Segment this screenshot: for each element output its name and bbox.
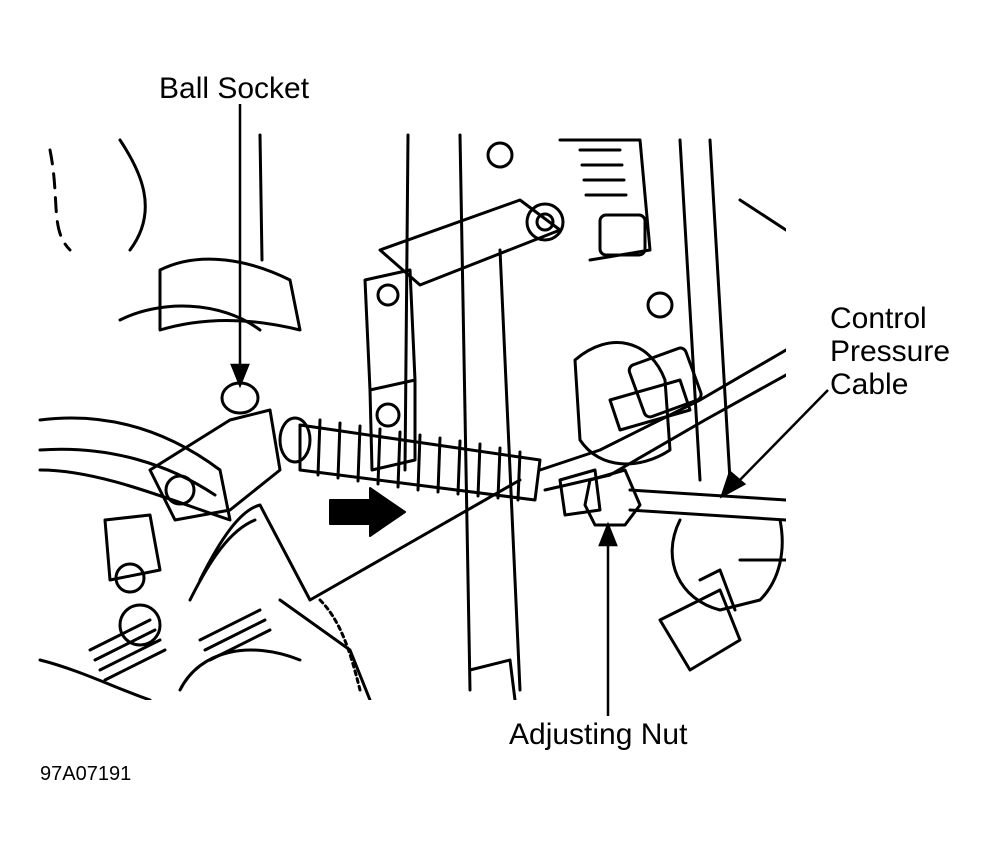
control-arm bbox=[38, 416, 232, 522]
adjusting-nut bbox=[583, 468, 642, 527]
figure-code: 97A07191 bbox=[40, 763, 132, 785]
cable-housing bbox=[538, 348, 786, 472]
ball-socket-label: Ball Socket bbox=[159, 72, 310, 105]
ball-socket-leader-arrow bbox=[230, 363, 250, 389]
control-pressure-cable-label-line: Pressure bbox=[830, 335, 951, 368]
direction-arrow bbox=[329, 487, 406, 537]
background-dashed-curve bbox=[48, 148, 72, 252]
wire bbox=[198, 478, 522, 602]
control-pressure-cable-label: Control Pressure Cable bbox=[830, 302, 950, 401]
spring bbox=[88, 618, 167, 682]
control-cable-leader-arrow bbox=[719, 469, 747, 499]
pressure-cable-rod bbox=[628, 488, 786, 502]
adjusting-nut-leader-arrow bbox=[598, 521, 618, 547]
control-pressure-cable-label-line: Control bbox=[830, 302, 927, 335]
ball-socket-bracket bbox=[148, 408, 282, 522]
control-pressure-cable-label-line: Cable bbox=[830, 368, 909, 401]
adjusting-nut-label: Adjusting Nut bbox=[509, 718, 688, 751]
cable-boot bbox=[298, 418, 542, 502]
control-cable-leader bbox=[734, 389, 829, 486]
